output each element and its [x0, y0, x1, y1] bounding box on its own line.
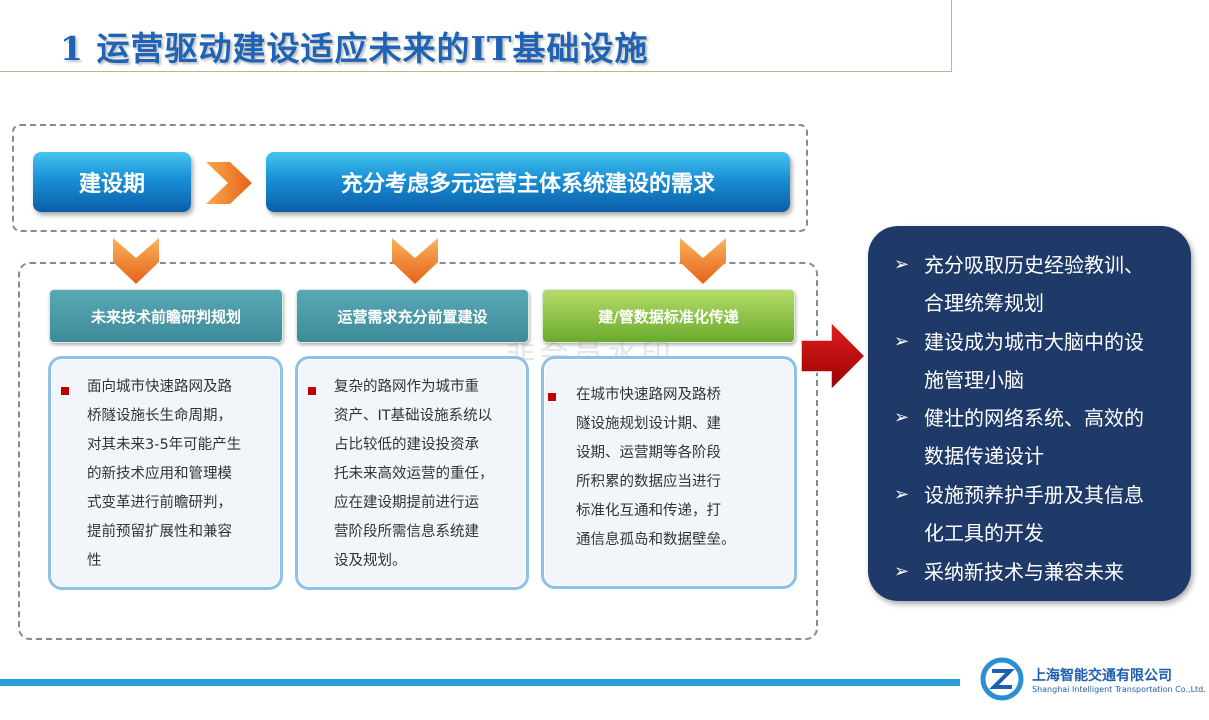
- chevron-down-icon: [680, 238, 726, 284]
- summary-item: ➢ 建设成为城市大脑中的设施管理小脑: [894, 323, 1144, 399]
- bullet-icon: [61, 387, 69, 395]
- bullet-icon: [308, 387, 316, 395]
- need-box: 充分考虑多元运营主体系统建设的需求: [266, 152, 790, 212]
- content-text: 复杂的路网作为城市重资产、IT基础设施系统以占比较低的建设投资承托未来高效运营的…: [334, 379, 494, 569]
- arrow-bullet-icon: ➢: [894, 484, 910, 505]
- column-heading-tech: 未来技术前瞻研判规划: [49, 289, 283, 343]
- arrow-bullet-icon: ➢: [894, 561, 910, 582]
- slide-title: 1 运营驱动建设适应未来的IT基础设施: [60, 29, 649, 68]
- summary-item: ➢ 健壮的网络系统、高效的数据传递设计: [894, 399, 1144, 475]
- content-box-ops: 复杂的路网作为城市重资产、IT基础设施系统以占比较低的建设投资承托未来高效运营的…: [295, 356, 529, 590]
- column-heading-data: 建/管数据标准化传递: [542, 289, 795, 343]
- chevron-down-icon: [113, 238, 159, 284]
- need-label: 充分考虑多元运营主体系统建设的需求: [340, 172, 715, 197]
- column-heading-ops: 运营需求充分前置建设: [296, 289, 529, 343]
- content-text: 在城市快速路网及路桥隧设施规划设计期、建设期、运营期等各阶段所积累的数据应当进行…: [576, 387, 736, 548]
- summary-panel: ➢ 充分吸取历史经验教训、合理统筹规划 ➢ 建设成为城市大脑中的设施管理小脑 ➢…: [868, 226, 1191, 601]
- summary-item: ➢ 设施预养护手册及其信息化工具的开发: [894, 476, 1144, 552]
- summary-item: ➢ 采纳新技术与兼容未来: [894, 553, 1124, 591]
- title-frame: [0, 0, 952, 72]
- phase-box: 建设期: [33, 152, 191, 212]
- phase-label: 建设期: [78, 172, 145, 197]
- content-text: 面向城市快速路网及路桥隧设施长生命周期，对其未来3-5年可能产生的新技术应用和管…: [87, 379, 242, 569]
- chevron-right-icon: [206, 162, 252, 204]
- content-box-tech: 面向城市快速路网及路桥隧设施长生命周期，对其未来3-5年可能产生的新技术应用和管…: [48, 356, 283, 590]
- bullet-icon: [548, 393, 556, 401]
- arrow-bullet-icon: ➢: [894, 331, 910, 352]
- footer-line: [0, 679, 960, 686]
- arrow-bullet-icon: ➢: [894, 407, 910, 428]
- company-name-en: Shanghai Intelligent Transportation Co.,…: [1032, 685, 1206, 694]
- header-dashed-frame: [12, 124, 808, 232]
- content-box-data: 在城市快速路网及路桥隧设施规划设计期、建设期、运营期等各阶段所积累的数据应当进行…: [541, 356, 797, 589]
- arrow-right-icon: [801, 322, 867, 390]
- company-logo-icon: [980, 657, 1024, 701]
- summary-item: ➢ 充分吸取历史经验教训、合理统筹规划: [894, 246, 1144, 322]
- arrow-bullet-icon: ➢: [894, 254, 910, 275]
- company-name-cn: 上海智能交通有限公司: [1032, 668, 1172, 684]
- chevron-down-icon: [392, 238, 438, 284]
